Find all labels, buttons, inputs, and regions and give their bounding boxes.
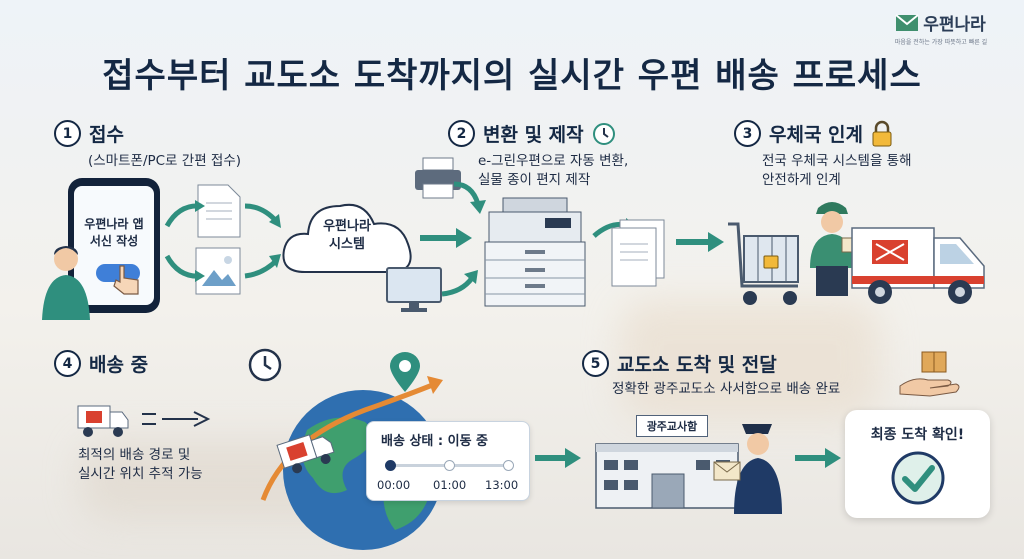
cloud-icon xyxy=(282,203,412,273)
step-3-desc-line-2: 안전하게 인계 xyxy=(762,172,841,188)
package-hand-icon xyxy=(899,351,960,397)
step-number: 2 xyxy=(448,120,475,147)
monitor-icon xyxy=(386,267,442,312)
phone-line-2: 서신 작성 xyxy=(89,234,139,248)
flow-arrow-icon xyxy=(795,448,841,468)
page-title: 접수부터 교도소 도착까지의 실시간 우편 배송 프로세스 xyxy=(102,56,922,96)
step-2-desc: e-그린우편으로 자동 변환, 실물 종이 편지 제작 xyxy=(478,152,628,190)
delivery-truck-icon xyxy=(276,434,335,474)
status-dot-middle xyxy=(444,460,455,471)
step-4-desc: 최적의 배송 경로 및 실시간 위치 추적 가능 xyxy=(78,446,203,484)
speed-arrow-icon xyxy=(142,411,211,427)
step-2-desc-line-2: 실물 종이 편지 제작 xyxy=(478,172,591,188)
step-number: 1 xyxy=(54,120,81,147)
letter-stack-icon xyxy=(611,219,665,287)
step-title: 교도소 도착 및 전달 xyxy=(617,354,777,376)
background-blur xyxy=(620,300,880,420)
flow-arrow-icon xyxy=(164,200,205,228)
delivery-status-card: 배송 상태 : 이동 중 00:00 01:00 13:00 xyxy=(366,421,530,501)
officer-icon xyxy=(713,424,782,514)
phone-line-1: 우편나라 앱 xyxy=(84,217,144,231)
lock-icon xyxy=(872,120,892,146)
cloud-line-2: 시스템 xyxy=(329,237,365,252)
status-progress-track xyxy=(385,460,514,471)
hand-pointer-icon xyxy=(113,265,139,295)
brand-tagline: 마음을 전하는 가장 따뜻하고 빠른 길 xyxy=(894,39,988,46)
step-title: 배송 중 xyxy=(89,354,149,376)
postal-worker-icon xyxy=(810,202,863,296)
final-label: 최종 도착 확인! xyxy=(870,427,965,443)
brand-name: 우편나라 xyxy=(923,15,986,35)
flow-arrow-icon xyxy=(164,254,205,282)
step-2-desc-line-1: e-그린우편으로 자동 변환, xyxy=(478,153,629,169)
status-time-1: 00:00 xyxy=(377,478,411,492)
status-label: 배송 상태 : 이동 중 xyxy=(381,434,489,449)
step-number: 3 xyxy=(734,120,761,147)
clock-icon xyxy=(592,122,615,145)
clock-icon xyxy=(248,348,282,382)
step-3-desc: 전국 우체국 시스템을 통해 안전하게 인계 xyxy=(762,152,912,190)
final-confirmation-card: 최종 도착 확인! xyxy=(845,410,990,518)
flow-arrow-icon xyxy=(441,270,478,297)
step-5-header: 5 교도소 도착 및 전달 xyxy=(582,350,777,377)
flow-arrow-icon xyxy=(244,203,281,228)
mail-cart-icon xyxy=(728,222,799,305)
flow-arrow-icon xyxy=(420,228,472,248)
image-file-icon xyxy=(195,247,241,295)
document-icon xyxy=(197,184,241,238)
building-sign: 광주교사함 xyxy=(636,415,708,437)
brand-logo: 우편나라 마음을 전하는 가장 따뜻하고 빠른 길 xyxy=(876,10,1006,46)
step-3-header: 3 우체국 인계 xyxy=(734,120,893,147)
flow-arrow-icon xyxy=(453,181,486,214)
step-2-header: 2 변환 및 제작 xyxy=(448,120,616,147)
app-button xyxy=(96,264,140,282)
printer-icon xyxy=(415,157,461,199)
status-time-3: 13:00 xyxy=(485,478,519,492)
step-4-desc-line-2: 실시간 위치 추적 가능 xyxy=(78,466,203,482)
flow-arrow-icon xyxy=(244,254,281,279)
step-3-desc-line-1: 전국 우체국 시스템을 통해 xyxy=(762,153,912,169)
copier-machine-icon xyxy=(484,197,586,307)
status-dot-start xyxy=(385,460,396,471)
flow-arrow-icon xyxy=(676,232,724,252)
delivery-van-icon xyxy=(851,227,985,304)
step-5-desc: 정확한 광주교도소 사서함으로 배송 완료 xyxy=(612,381,841,397)
check-circle-icon xyxy=(891,451,945,505)
delivery-truck-icon xyxy=(77,405,129,437)
location-pin-icon xyxy=(390,352,420,392)
flow-arrow-icon xyxy=(535,448,581,468)
step-number: 4 xyxy=(54,350,81,377)
step-4-desc-line-1: 최적의 배송 경로 및 xyxy=(78,447,191,463)
status-time-2: 01:00 xyxy=(433,478,467,492)
step-number: 5 xyxy=(582,350,609,377)
step-title: 우체국 인계 xyxy=(769,124,864,146)
step-4-header: 4 배송 중 xyxy=(54,350,148,377)
status-dot-end xyxy=(503,460,514,471)
cloud-line-1: 우편나라 xyxy=(323,219,371,234)
step-title: 변환 및 제작 xyxy=(483,124,584,146)
step-1-header: 1 접수 xyxy=(54,120,124,147)
step-title: 접수 xyxy=(89,124,124,146)
step-1-desc: (스마트폰/PC로 간편 접수) xyxy=(88,153,242,169)
person-icon xyxy=(42,246,90,320)
envelope-icon xyxy=(895,13,919,31)
